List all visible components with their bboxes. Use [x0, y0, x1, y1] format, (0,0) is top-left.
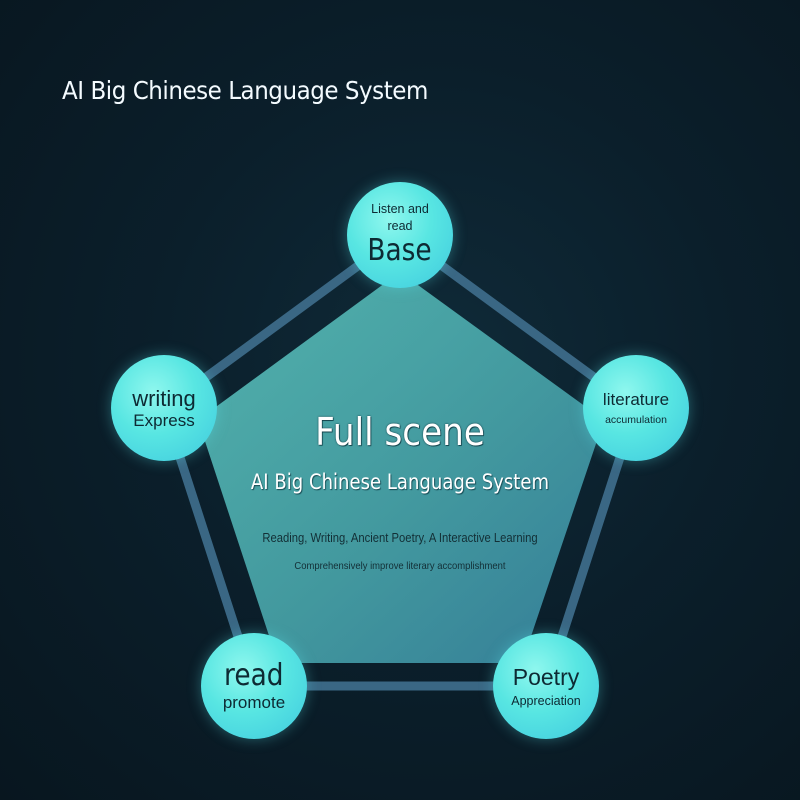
node-writing[interactable]: writing Express: [111, 355, 217, 461]
center-description: Reading, Writing, Ancient Poetry, A Inte…: [262, 531, 538, 545]
page-title: AI Big Chinese Language System: [62, 76, 428, 105]
node-base-main: Base: [367, 232, 433, 268]
center-subtitle: AI Big Chinese Language System: [250, 470, 550, 494]
center-title: Full scene: [315, 410, 485, 454]
node-poetry[interactable]: Poetry Appreciation: [493, 633, 599, 739]
node-read-main: read: [224, 657, 284, 693]
node-writing-main: writing: [132, 385, 196, 411]
center-tagline: Comprehensively improve literary accompl…: [294, 560, 506, 572]
node-literature-main: literature: [602, 389, 670, 409]
node-read[interactable]: read promote: [201, 633, 307, 739]
node-poetry-sub: Appreciation: [511, 694, 581, 709]
node-read-sub: promote: [222, 693, 286, 713]
node-literature[interactable]: literature accumulation: [583, 355, 689, 461]
node-base-line1: Listen and: [371, 201, 429, 216]
node-writing-sub: Express: [133, 410, 195, 430]
node-base-line2: read: [387, 219, 413, 234]
node-base[interactable]: Listen and read Base: [347, 182, 453, 288]
node-poetry-main: Poetry: [512, 663, 580, 690]
inner-pentagon: [198, 272, 604, 663]
node-literature-sub: accumulation: [605, 414, 667, 427]
